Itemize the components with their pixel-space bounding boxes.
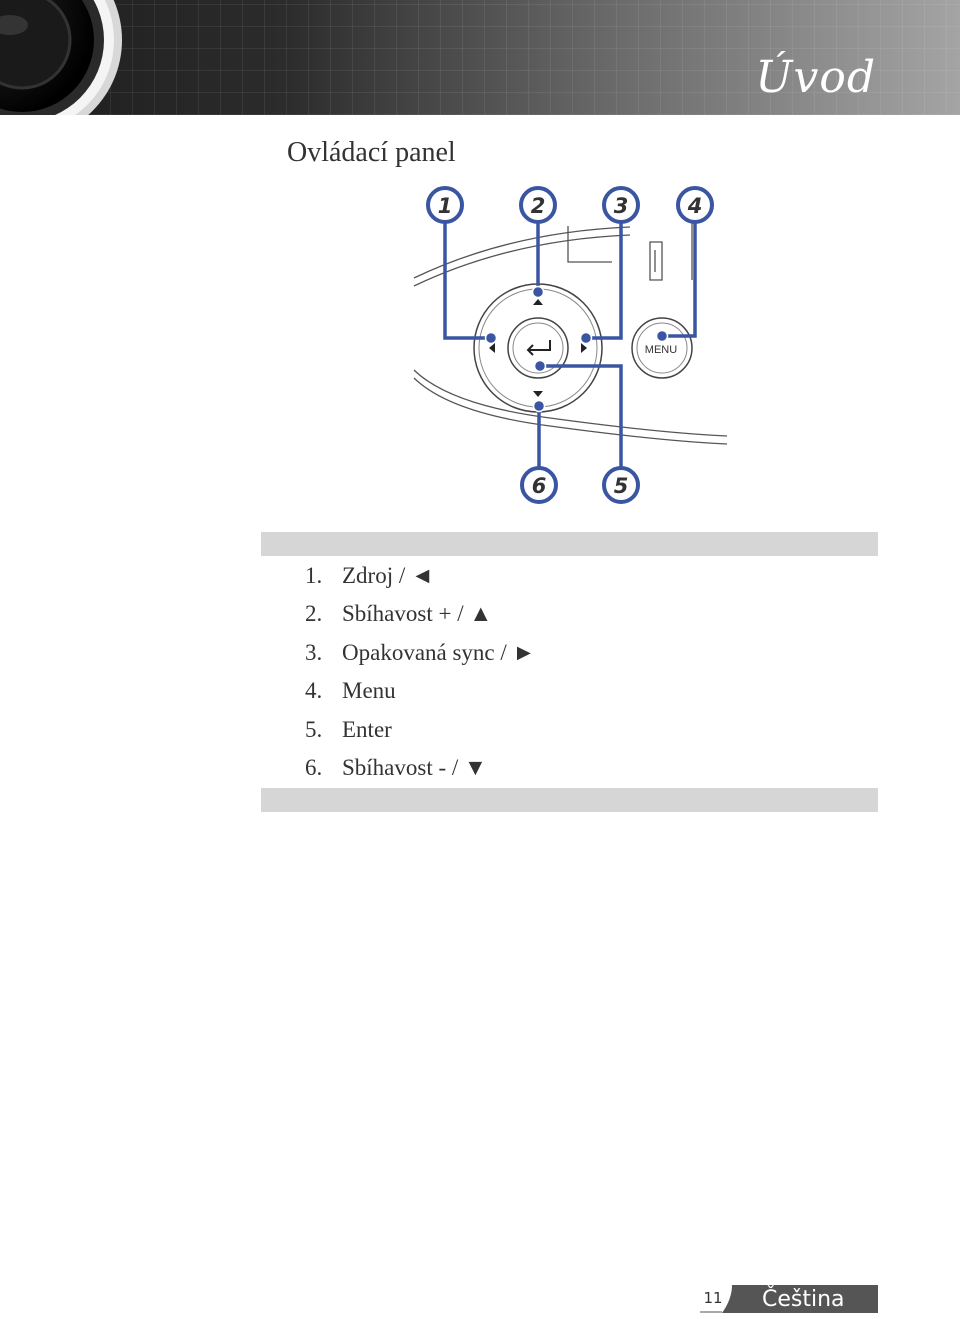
callout-3: 3 [604, 188, 638, 222]
callout-6: 6 [522, 468, 556, 502]
list-item: 6.Sbíhavost - / ▼ [305, 749, 535, 787]
list-item: 5.Enter [305, 711, 535, 749]
page-number: 11 [700, 1285, 726, 1313]
menu-button[interactable]: MENU [632, 318, 692, 378]
svg-text:5: 5 [614, 474, 629, 498]
svg-text:4: 4 [687, 194, 703, 218]
section-title: Ovládací panel [287, 137, 456, 169]
callout-1: 1 [428, 188, 462, 222]
list-item: 3.Opakovaná sync / ► [305, 634, 535, 672]
legend-bottom-divider [261, 788, 878, 812]
legend-top-divider [261, 532, 878, 556]
svg-text:3: 3 [614, 194, 629, 218]
control-panel-diagram: MENU 1 2 3 4 [400, 180, 740, 520]
list-item: 4.Menu [305, 672, 535, 710]
page-header: Úvod [0, 0, 960, 115]
control-legend-list: 1.Zdroj / ◄ 2.Sbíhavost + / ▲ 3.Opakovan… [305, 557, 535, 787]
page-footer: 11 Čeština [700, 1285, 878, 1313]
menu-button-label: MENU [645, 344, 677, 356]
header-title: Úvod [755, 52, 876, 103]
footer-language: Čeština [762, 1285, 845, 1313]
svg-text:2: 2 [531, 194, 546, 218]
list-item: 1.Zdroj / ◄ [305, 557, 535, 595]
svg-text:6: 6 [532, 474, 547, 498]
callout-5: 5 [604, 468, 638, 502]
callout-2: 2 [521, 188, 555, 222]
lens-graphic [0, 0, 140, 115]
callout-4: 4 [678, 188, 712, 222]
svg-text:1: 1 [438, 194, 453, 218]
list-item: 2.Sbíhavost + / ▲ [305, 595, 535, 633]
